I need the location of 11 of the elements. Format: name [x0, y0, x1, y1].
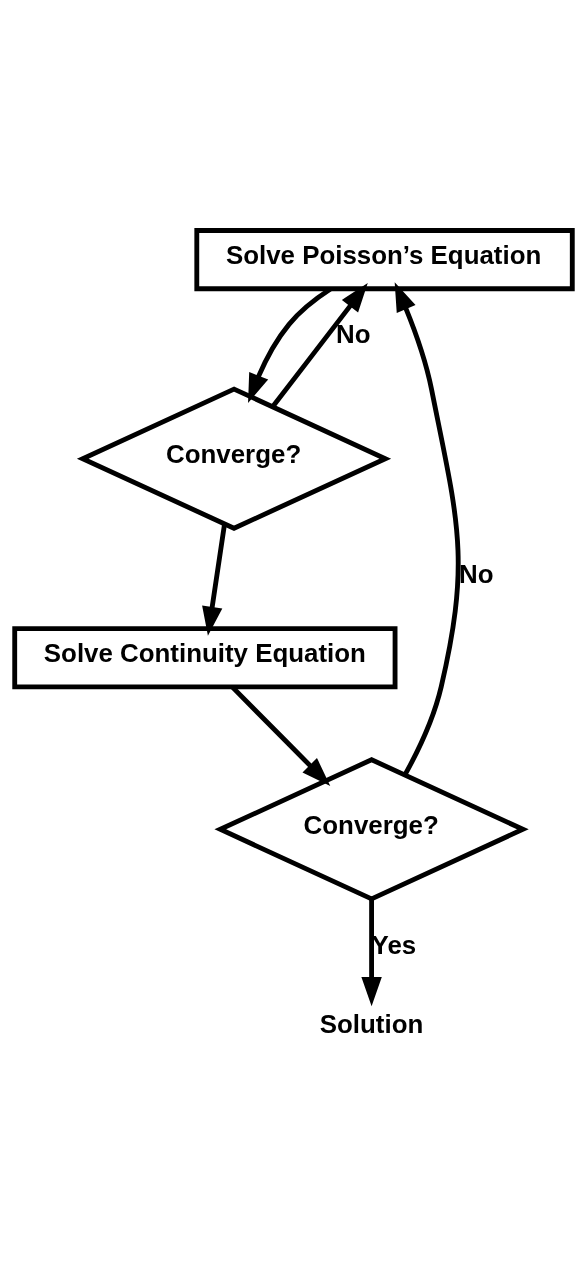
- edge-label: Yes: [371, 930, 417, 959]
- arrow: [394, 282, 461, 776]
- node-text: Solution: [319, 1009, 424, 1038]
- edge-label: No: [458, 559, 494, 588]
- arrow: [202, 524, 227, 636]
- arrow: [271, 283, 368, 408]
- arrow: [361, 899, 382, 1007]
- node-box: Solve Continuity Equation: [12, 626, 398, 690]
- node-diamond: Converge?: [76, 386, 392, 531]
- edge-label: No: [335, 320, 371, 349]
- node-box: Solve Poisson’s Equation: [194, 228, 575, 292]
